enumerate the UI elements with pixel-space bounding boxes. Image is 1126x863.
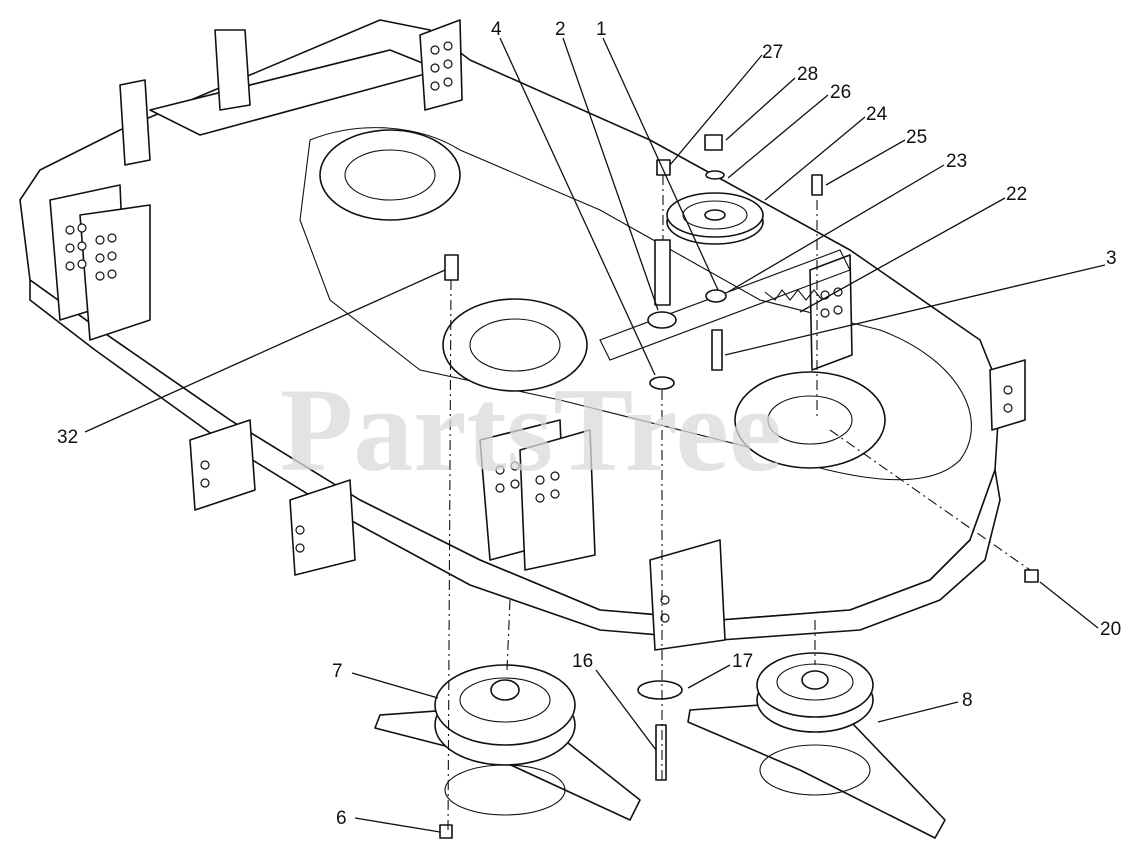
callout-32: 32 bbox=[57, 427, 78, 448]
plate-holes bbox=[65, 41, 1013, 623]
spindle-left bbox=[374, 664, 641, 839]
callout-20: 20 bbox=[1100, 619, 1121, 640]
center-bolt-washer bbox=[637, 569, 1039, 781]
callout-8: 8 bbox=[962, 690, 973, 711]
callout-2: 2 bbox=[555, 19, 566, 40]
callout-28: 28 bbox=[797, 64, 818, 85]
callout-27: 27 bbox=[762, 42, 783, 63]
spindle-right bbox=[687, 652, 946, 839]
callout-24: 24 bbox=[866, 104, 888, 125]
alignment-lines bbox=[447, 175, 1031, 831]
callout-17: 17 bbox=[732, 651, 753, 672]
callout-3: 3 bbox=[1106, 248, 1117, 269]
callout-22: 22 bbox=[1006, 184, 1027, 205]
mower-deck bbox=[19, 19, 1026, 651]
callout-labels: 1 2 3 4 6 7 8 16 17 20 22 23 24 25 26 27… bbox=[57, 19, 1121, 829]
callout-leaders bbox=[84, 37, 1106, 833]
callout-6: 6 bbox=[336, 808, 347, 829]
callout-25: 25 bbox=[906, 127, 927, 148]
callout-26: 26 bbox=[830, 82, 851, 103]
callout-1: 1 bbox=[596, 19, 607, 40]
callout-16: 16 bbox=[572, 651, 593, 672]
callout-7: 7 bbox=[332, 661, 343, 682]
callout-4: 4 bbox=[491, 19, 502, 40]
idler-pulley-assembly bbox=[444, 134, 823, 390]
callout-23: 23 bbox=[946, 151, 967, 172]
watermark: PartsTree bbox=[280, 363, 782, 496]
